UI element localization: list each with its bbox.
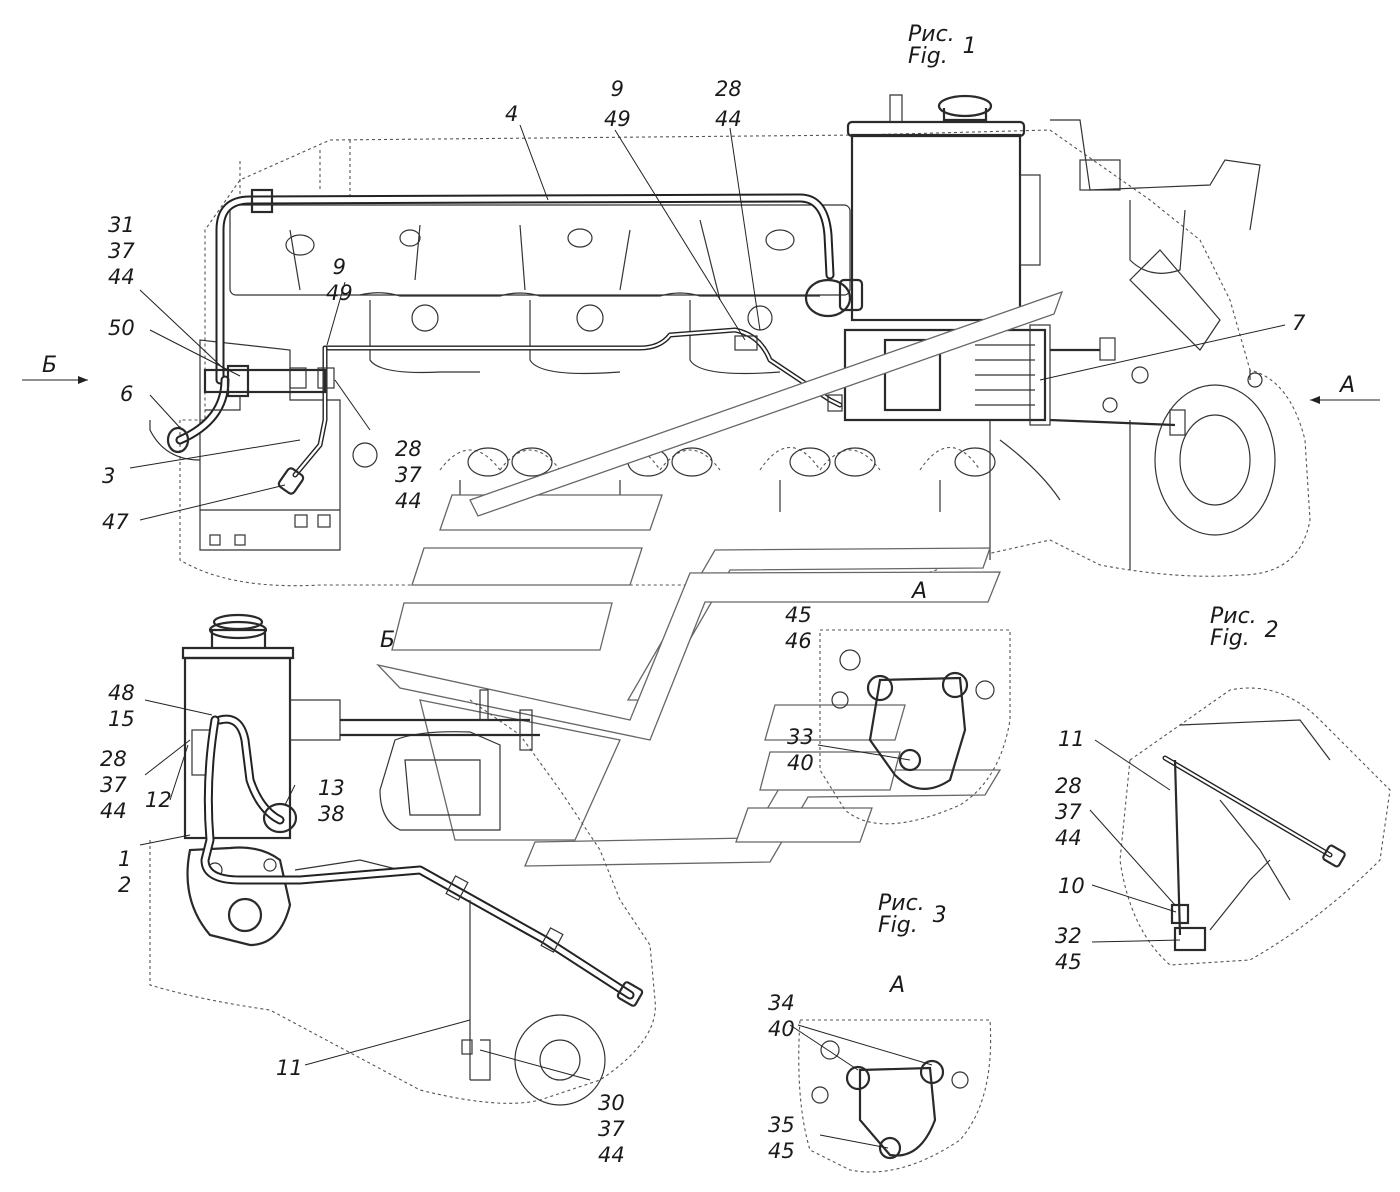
callout-37: 37 [108, 239, 135, 263]
callout-9: 9 [332, 255, 347, 279]
callout-37: 37 [395, 463, 422, 487]
fig2-caption: Рис. 2 Fig. [1210, 604, 1279, 651]
callout-28-44-top: 28 44 [715, 74, 742, 134]
fig2-caption-en: Fig. [1210, 626, 1250, 651]
callout-11-low: 11 [276, 1056, 303, 1080]
fig1-caption: Рис. 1 Fig. [908, 22, 977, 69]
callout-44: 44 [395, 489, 422, 513]
callout-9-49-left: 9 49 [326, 254, 353, 306]
callout-38: 38 [318, 802, 345, 826]
hose-6 [166, 375, 230, 454]
fig3-detail [798, 1019, 992, 1173]
callout-28: 28 [395, 437, 422, 461]
view-a-fig3-detail-label: А [890, 973, 906, 998]
hose-13 [215, 714, 298, 834]
callout-44: 44 [1055, 826, 1082, 850]
fig2-detail [1119, 687, 1391, 966]
callout-44: 44 [715, 107, 742, 131]
fig3-caption-en: Fig. [878, 913, 918, 938]
callout-10: 10 [1058, 874, 1085, 898]
fig1-view-a-detail [819, 629, 1011, 825]
callout-9: 9 [610, 77, 625, 101]
view-arrows [22, 376, 1380, 404]
view-a-fig1-detail-label: А [912, 579, 928, 604]
callout-30-37-44: 30 37 44 [598, 1090, 625, 1168]
callout-9-49-top: 9 49 [604, 74, 631, 134]
callout-34: 34 [768, 991, 795, 1015]
callout-40: 40 [787, 751, 814, 775]
pump-body-front [186, 846, 401, 947]
callout-49: 49 [326, 281, 353, 305]
callout-31: 31 [108, 213, 135, 237]
callout-46: 46 [785, 629, 812, 653]
callout-3: 3 [102, 464, 116, 488]
callout-34-40: 34 40 [768, 990, 795, 1042]
callout-37: 37 [100, 773, 127, 797]
callout-28: 28 [715, 77, 742, 101]
callout-45: 45 [785, 603, 812, 627]
callout-48: 48 [108, 681, 135, 705]
callout-40: 40 [768, 1017, 795, 1041]
pressure-line [277, 327, 843, 495]
fig2-caption-ru: Рис. [1210, 604, 1257, 629]
callout-7: 7 [1292, 311, 1306, 335]
callout-13-38: 13 38 [318, 775, 345, 827]
callout-28: 28 [1055, 774, 1082, 798]
callout-31-37-44: 31 37 44 [108, 212, 135, 290]
kamaz-watermark [376, 290, 1064, 867]
callout-47: 47 [102, 510, 129, 534]
callout-13: 13 [318, 776, 345, 800]
callout-33-40: 33 40 [787, 724, 814, 776]
callout-35: 35 [768, 1113, 795, 1137]
leader-lines [129, 124, 1286, 1149]
callout-45: 45 [1055, 950, 1082, 974]
fig1-caption-en: Fig. [908, 44, 948, 69]
pipe-11 [200, 715, 644, 1007]
callout-44: 44 [100, 799, 127, 823]
callout-28-37-44-mid: 28 37 44 [395, 436, 422, 514]
callout-44: 44 [598, 1143, 625, 1167]
callout-30: 30 [598, 1091, 625, 1115]
callout-11-fig2: 11 [1058, 727, 1085, 751]
callout-35-45: 35 45 [768, 1112, 795, 1164]
callout-49: 49 [604, 107, 631, 131]
callout-28-37-44-fig2: 28 37 44 [1055, 773, 1082, 851]
callout-45: 45 [768, 1139, 795, 1163]
callout-15: 15 [108, 707, 135, 731]
callout-37: 37 [1055, 800, 1082, 824]
fig3-caption-ru: Рис. [878, 891, 925, 916]
callout-48-15: 48 15 [108, 680, 135, 732]
view-b-watermark-label: Б [380, 628, 396, 653]
callout-1: 1 [118, 847, 132, 871]
callout-12: 12 [145, 788, 172, 812]
callout-50: 50 [108, 316, 135, 340]
oil-reservoir-fig1 [846, 94, 1041, 322]
fig1-engine-view [149, 94, 1311, 587]
fig3-caption-num: 3 [932, 903, 947, 928]
callout-4: 4 [505, 102, 519, 126]
view-b-arrow-label: Б [42, 353, 58, 378]
oil-reservoir-fig-front [181, 613, 540, 840]
pipe-4 [215, 188, 864, 385]
callout-28: 28 [100, 747, 127, 771]
callout-1-2: 1 2 [118, 846, 131, 898]
callout-45-46: 45 46 [785, 602, 812, 654]
callout-6: 6 [120, 382, 134, 406]
fig3-caption: Рис. 3 Fig. [878, 891, 947, 938]
callout-28-37-44-low: 28 37 44 [100, 746, 127, 824]
clamp-bracket-50 [203, 364, 335, 411]
engine-front-parts [1050, 119, 1276, 570]
callout-33: 33 [787, 725, 814, 749]
callout-2: 2 [118, 873, 132, 897]
fig1-front-view [149, 613, 656, 1106]
callout-44: 44 [108, 265, 135, 289]
callout-32: 32 [1055, 924, 1082, 948]
callout-32-45: 32 45 [1055, 923, 1082, 975]
view-a-arrow-label: А [1340, 373, 1356, 398]
fig1-caption-num: 1 [962, 34, 977, 59]
fig1-caption-ru: Рис. [908, 22, 955, 47]
fig2-caption-num: 2 [1264, 618, 1279, 643]
callout-37: 37 [598, 1117, 625, 1141]
